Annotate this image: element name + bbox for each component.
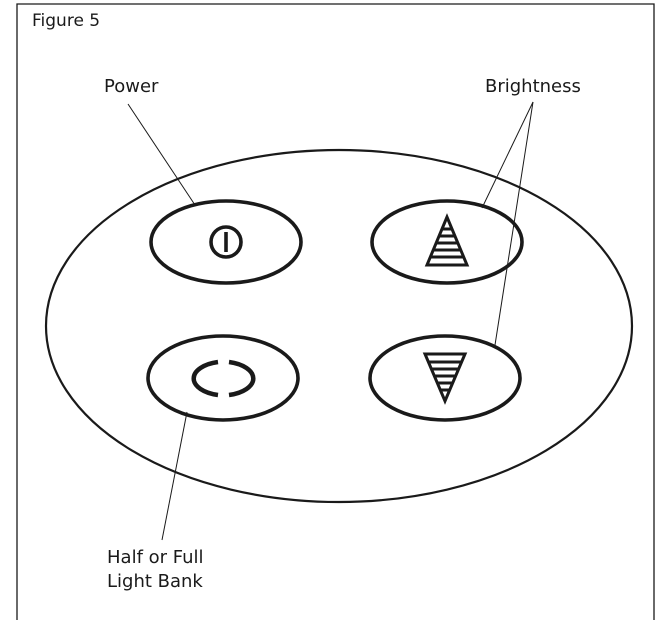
power-icon (209, 225, 243, 259)
brightness-down-leader-line (494, 101, 534, 346)
brightness-up-leader-line (481, 101, 534, 209)
half-full-leader-line (161, 411, 188, 541)
brightness-up-button[interactable] (370, 199, 524, 285)
half-full-label-line2: Light Bank (107, 571, 203, 592)
half-full-light-bank-label: Half or Full Light Bank (107, 546, 204, 594)
power-button[interactable] (149, 199, 303, 285)
power-label: Power (104, 76, 159, 97)
triangle-down-striped-icon (422, 352, 468, 405)
triangle-up-striped-icon (424, 213, 470, 267)
brightness-label: Brightness (485, 76, 581, 97)
split-circle-icon (191, 359, 256, 398)
control-panel-oval (44, 148, 634, 504)
brightness-down-button[interactable] (368, 334, 522, 422)
figure-border (16, 3, 655, 620)
power-leader-line (127, 103, 196, 206)
half-full-label-line1: Half or Full (107, 547, 204, 568)
half-full-button[interactable] (146, 334, 300, 422)
figure-title: Figure 5 (32, 11, 101, 31)
